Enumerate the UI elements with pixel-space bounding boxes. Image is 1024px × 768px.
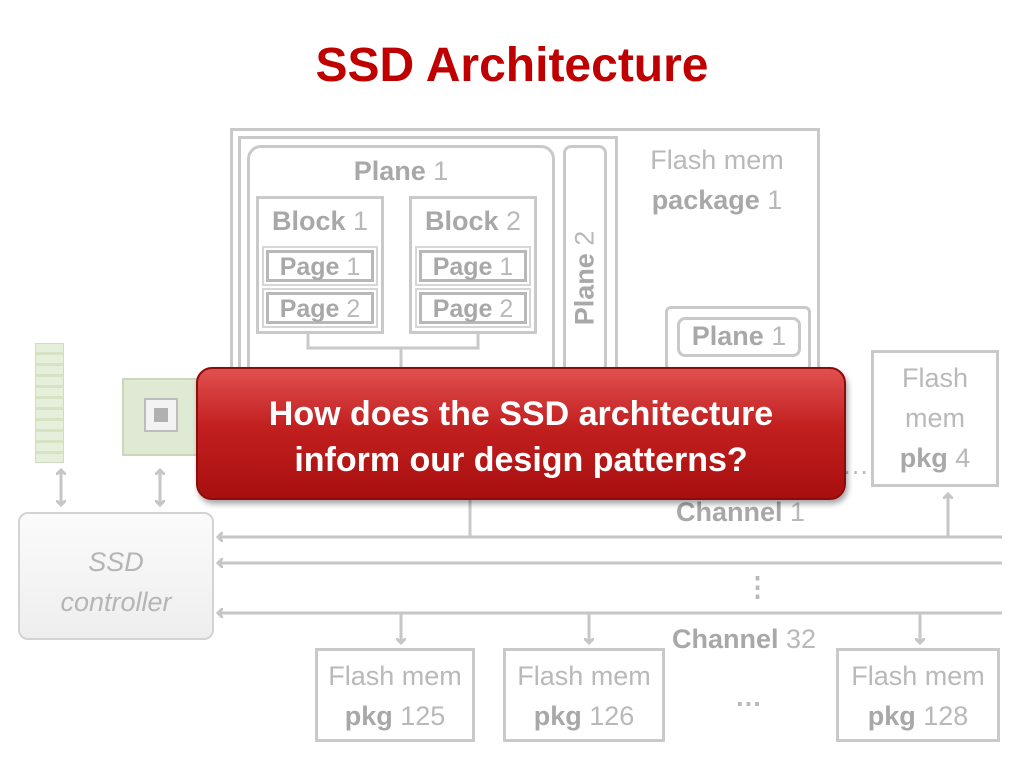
block-1-page-1: Page 1 — [262, 246, 378, 286]
channel-vertical-ellipsis: ⋮ — [744, 572, 771, 602]
package-n-plane-1 — [677, 317, 801, 357]
dram-module-icon — [35, 343, 64, 463]
slide-title: SSD Architecture — [315, 39, 709, 92]
package-128-label: Flash mem pkg 128 — [851, 661, 985, 731]
plane-2-label: Plane 2 — [569, 230, 600, 326]
package-125-label: Flash mem pkg 125 — [328, 661, 462, 731]
top-ellipsis: … — [842, 450, 869, 480]
channel-32-label: Channel 32 — [672, 624, 817, 654]
block-1 — [256, 196, 384, 334]
block-2 — [409, 196, 537, 334]
flash-package-126 — [503, 648, 665, 742]
block-2-label: Block 2 — [424, 206, 522, 236]
flash-package-125 — [315, 648, 475, 742]
package-1-label: Flash mem package 1 — [650, 145, 784, 215]
block-1-page-2: Page 2 — [262, 288, 378, 328]
channel-1-label: Channel 1 — [676, 497, 806, 527]
bottom-ellipsis: … — [735, 682, 762, 712]
package-126-label: Flash mem pkg 126 — [517, 661, 651, 731]
processor-chip-icon — [122, 378, 200, 456]
package-n-plane-1-label: Plane 1 — [691, 321, 787, 351]
package-4-label: Flash mem pkg 4 — [899, 363, 971, 473]
ssd-controller: SSD controller — [18, 512, 214, 640]
question-callout: How does the SSD architecture inform our… — [196, 367, 846, 500]
block-1-label: Block 1 — [271, 206, 369, 236]
flash-package-4 — [871, 350, 999, 487]
flash-package-128 — [836, 648, 1000, 742]
block-2-page-1: Page 1 — [415, 246, 531, 286]
plane-1-label: Plane 1 — [353, 156, 449, 186]
block-2-page-2: Page 2 — [415, 288, 531, 328]
